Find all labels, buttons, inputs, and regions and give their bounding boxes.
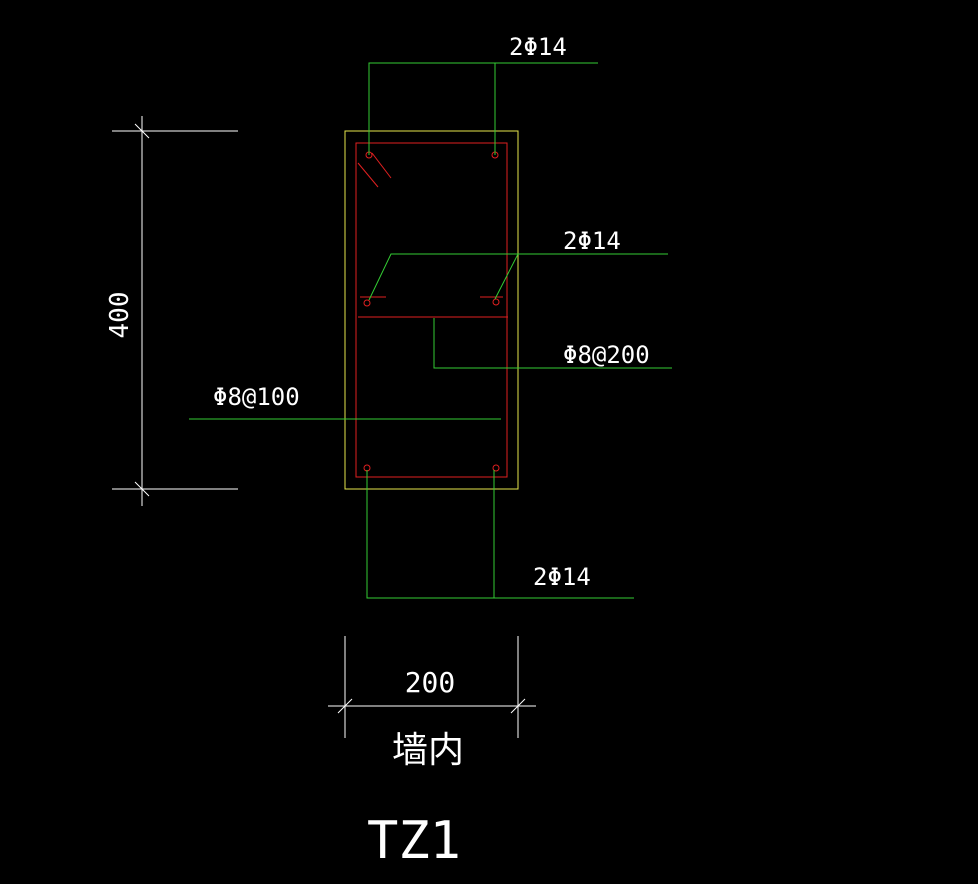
dim-height-label: 400 <box>105 292 135 339</box>
label-stirrup-tie: Φ8@200 <box>563 341 650 369</box>
rebar-bot-right <box>492 464 500 472</box>
leader-middle-bars-right <box>494 253 519 300</box>
label-stirrup-main: Φ8@100 <box>213 383 300 411</box>
stirrup-hook-2 <box>371 152 392 179</box>
label-middle-bars: 2Φ14 <box>563 227 621 255</box>
label-bottom-bars: 2Φ14 <box>533 563 591 591</box>
column-outline <box>344 130 519 490</box>
drawing-title: TZ1 <box>367 811 461 871</box>
leader-bottom-bars <box>366 470 634 599</box>
dim-vertical-tick-top <box>134 123 150 139</box>
dim-horizontal-tick-left <box>337 698 353 714</box>
label-top-bars: 2Φ14 <box>509 33 567 61</box>
stirrup-hook-1 <box>357 162 379 188</box>
dim-width-label: 200 <box>405 666 456 699</box>
leader-top-bars <box>368 62 598 155</box>
rebar-mid-left <box>363 299 371 307</box>
dim-vertical-tick-bottom <box>134 481 150 497</box>
leader-middle-bars <box>368 253 668 301</box>
rebar-mid-right <box>492 298 500 306</box>
dim-horizontal-tick-right <box>510 698 526 714</box>
leader-stirrup-tie <box>433 318 672 369</box>
stirrup-outer <box>355 142 508 478</box>
location-note: 墙内 <box>392 730 464 771</box>
